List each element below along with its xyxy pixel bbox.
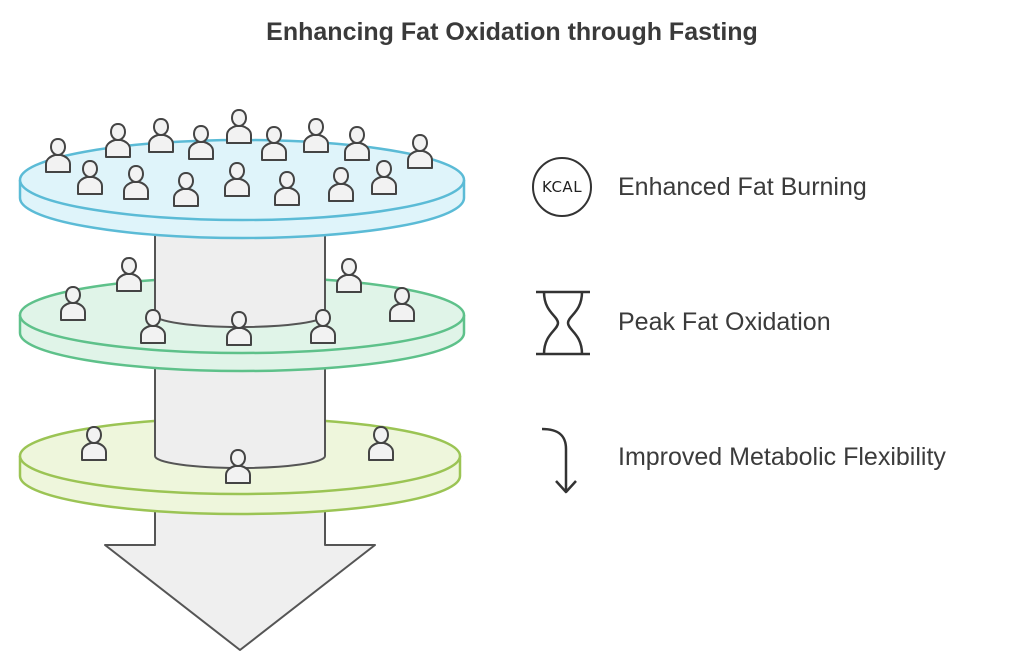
legend-label: Peak Fat Oxidation — [618, 308, 831, 336]
person-icon — [226, 109, 252, 144]
person-icon — [303, 118, 329, 153]
legend-label: Improved Metabolic Flexibility — [618, 443, 946, 471]
person-icon — [336, 258, 362, 293]
person-icon — [116, 257, 142, 292]
person-icon — [105, 123, 131, 158]
legend-item-peak-oxidation: Peak Fat Oxidation — [530, 290, 1020, 360]
legend-label: Enhanced Fat Burning — [618, 173, 867, 201]
person-icon — [344, 126, 370, 161]
down-arrow-icon — [530, 425, 600, 495]
hourglass-icon — [530, 290, 600, 360]
diagram-title: Enhancing Fat Oxidation through Fasting — [266, 18, 758, 46]
person-icon — [148, 118, 174, 153]
kcal-icon: KCAL — [530, 155, 600, 225]
person-icon — [407, 134, 433, 169]
legend-item-metabolic-flexibility: Improved Metabolic Flexibility — [530, 425, 1020, 495]
legend-item-fat-burning: KCAL Enhanced Fat Burning — [530, 155, 1020, 225]
down-arrow-shape — [104, 504, 376, 651]
